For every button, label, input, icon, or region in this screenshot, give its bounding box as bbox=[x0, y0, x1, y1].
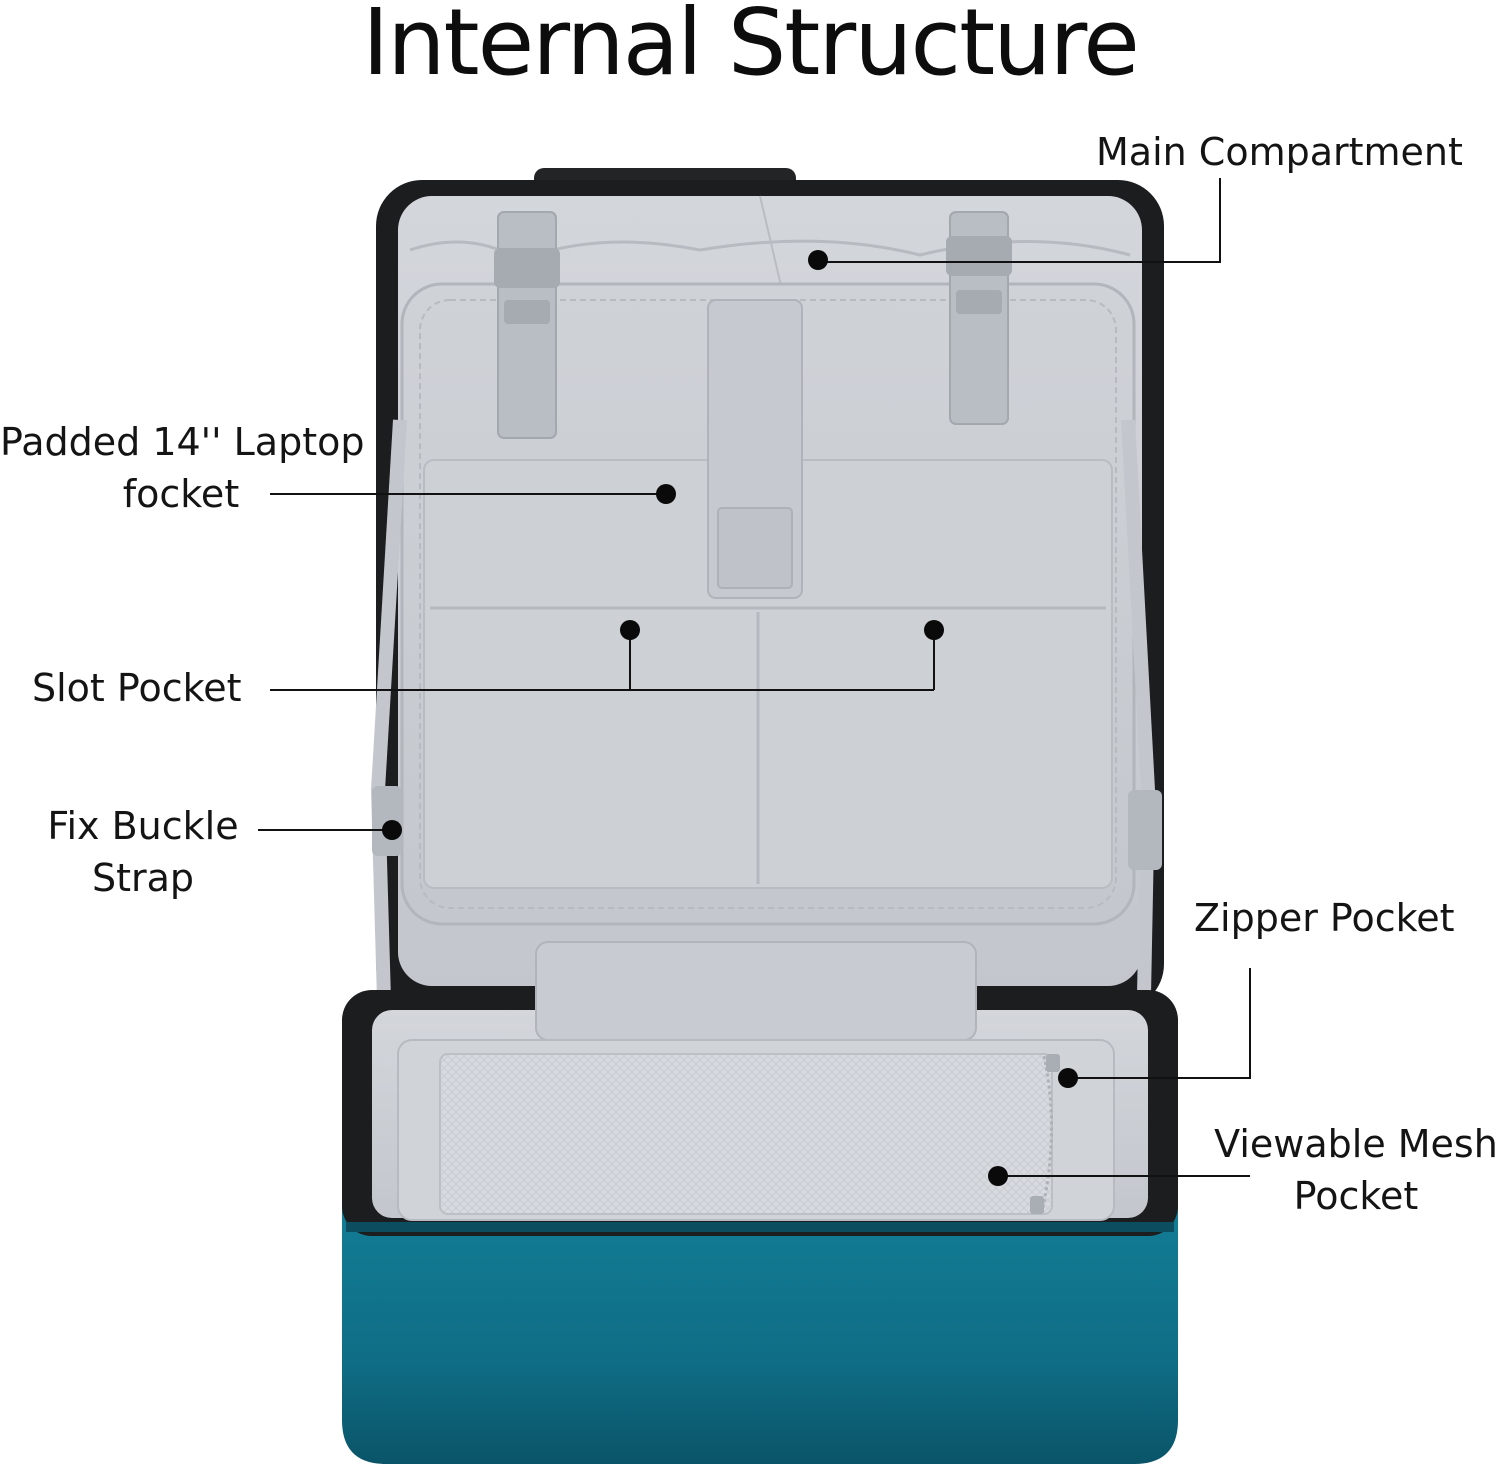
label-fix-buckle-strap: Fix Buckle Strap bbox=[40, 800, 246, 904]
callout-dot-mesh bbox=[988, 1166, 1008, 1186]
label-zipper-pocket: Zipper Pocket bbox=[1194, 892, 1455, 944]
callout-dot-slot-left bbox=[620, 620, 640, 640]
right-buckle bbox=[946, 236, 1012, 276]
label-main-compartment: Main Compartment bbox=[1096, 126, 1463, 178]
label-mesh-line1: Viewable Mesh bbox=[1214, 1122, 1498, 1166]
divider-panel bbox=[535, 941, 977, 1041]
callout-dot-slot-right bbox=[924, 620, 944, 640]
label-zipper-pocket-text: Zipper Pocket bbox=[1194, 896, 1455, 940]
callout-dot-laptop bbox=[656, 484, 676, 504]
page-title: Internal Structure bbox=[362, 0, 1140, 96]
label-laptop-line1: Padded 14'' Laptop bbox=[0, 420, 365, 464]
callout-dot-fix bbox=[382, 820, 402, 840]
left-strap bbox=[497, 211, 557, 439]
label-mesh-pocket: Viewable Mesh Pocket bbox=[1206, 1118, 1500, 1222]
callout-dots bbox=[382, 250, 1078, 1186]
callout-dot-main bbox=[808, 250, 828, 270]
label-mesh-line2: Pocket bbox=[1293, 1174, 1419, 1218]
label-main-compartment-text: Main Compartment bbox=[1096, 130, 1463, 174]
mesh-pocket bbox=[439, 1053, 1053, 1215]
label-fix-line1: Fix Buckle bbox=[47, 804, 239, 848]
teal-shell bbox=[342, 1200, 1178, 1464]
callout-dot-zipper bbox=[1058, 1068, 1078, 1088]
label-fix-line2: Strap bbox=[91, 856, 195, 900]
label-slot-pocket: Slot Pocket bbox=[32, 662, 242, 714]
label-laptop-pocket: Padded 14'' Laptop focket bbox=[0, 416, 365, 520]
left-buckle bbox=[494, 248, 560, 288]
callout-line-zipper bbox=[1068, 968, 1251, 1079]
callouts bbox=[258, 178, 1251, 1177]
lower-shell bbox=[342, 941, 1178, 1464]
label-slot-pocket-text: Slot Pocket bbox=[32, 666, 242, 710]
top-straps bbox=[494, 211, 1012, 439]
label-laptop-line2: focket bbox=[122, 472, 240, 516]
callout-line-main bbox=[818, 178, 1221, 263]
laptop-sleeve bbox=[400, 282, 1136, 926]
